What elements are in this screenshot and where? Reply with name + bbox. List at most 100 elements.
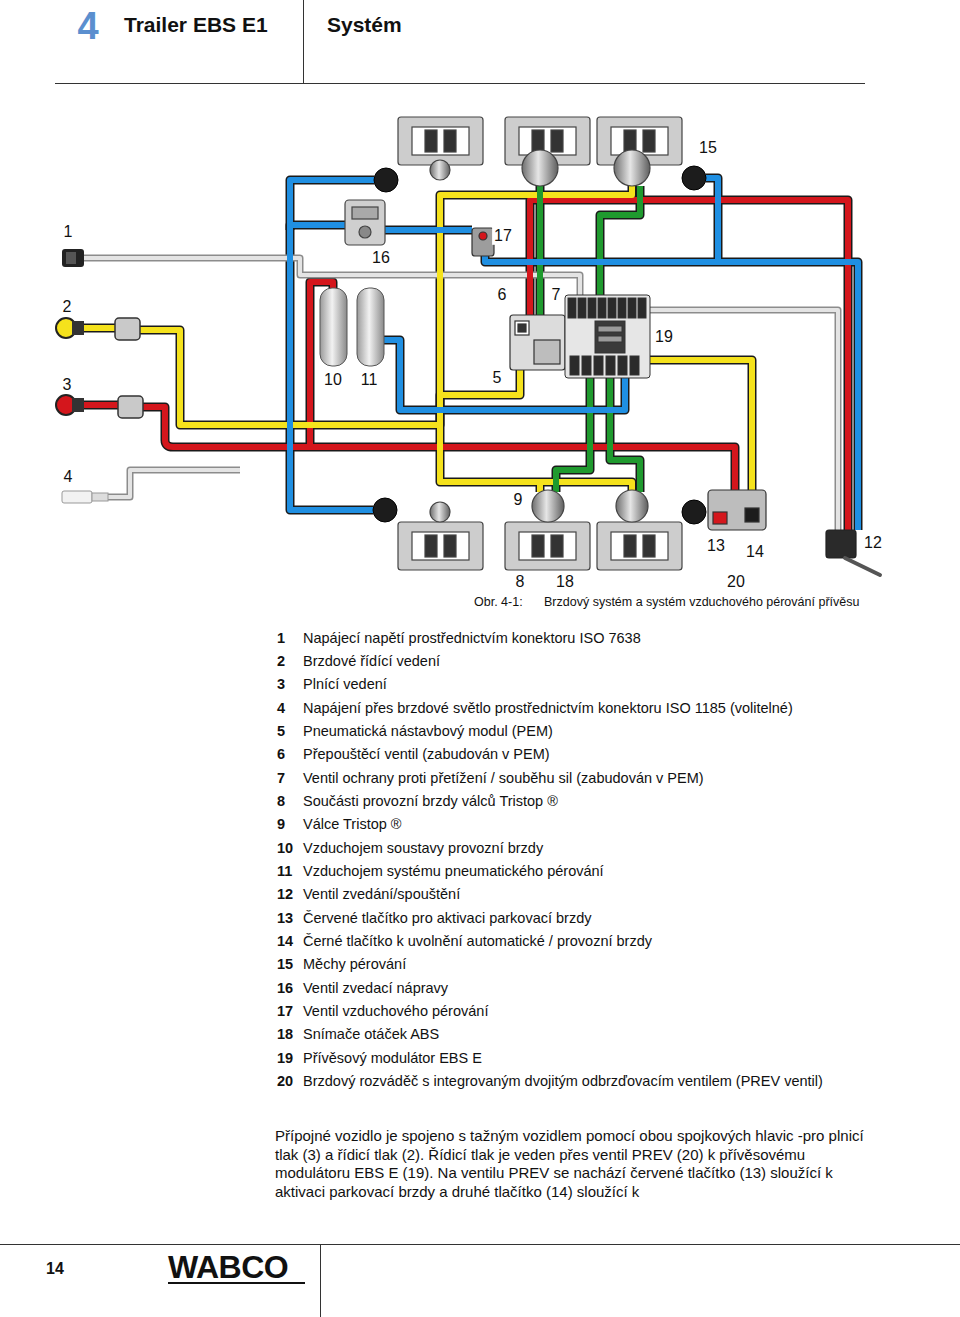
callout-number: 16 <box>370 249 392 267</box>
air-bellows <box>682 166 706 190</box>
supply-line-red <box>80 402 120 408</box>
callout-number: 12 <box>862 534 884 552</box>
ebs-modulator <box>598 298 606 318</box>
footer-rule <box>0 1244 960 1245</box>
axle-brake-unit <box>398 117 483 165</box>
list-text: Vzduchojem systému pneumatického pérován… <box>303 862 863 881</box>
brand-logo: WABCO <box>168 1249 288 1286</box>
axle-brake-unit <box>643 535 655 557</box>
ebs-modulator <box>588 298 596 318</box>
pipe-outline <box>80 324 116 333</box>
list-text: Napájení přes brzdové světlo prostřednic… <box>303 699 863 718</box>
axle-brake-unit <box>412 127 469 155</box>
list-text: Červené tlačítko pro aktivaci parkovací … <box>303 909 863 928</box>
iso7638-connector <box>62 249 84 267</box>
pneumatic-extension-module <box>534 340 560 364</box>
list-number: 9 <box>277 815 285 834</box>
axle-brake-unit <box>425 535 437 557</box>
axle-brake-unit <box>505 522 590 570</box>
list-text: Pneumatická nástavbový modul (PEM) <box>303 722 863 741</box>
callout-number: 7 <box>550 286 563 304</box>
callout-number: 20 <box>725 573 747 591</box>
suspension-line-blue <box>290 178 858 530</box>
suspension-line-blue <box>485 255 858 530</box>
list-text: Měchy pérování <box>303 955 863 974</box>
list-text: Brzdový rozváděč s integrovaným dvojitým… <box>303 1072 863 1091</box>
ebs-modulator <box>608 298 616 318</box>
footer-divider <box>320 1244 321 1317</box>
control-coupling-head <box>72 321 84 335</box>
electric-cable <box>82 258 838 530</box>
prev-valve <box>745 508 759 522</box>
axle-brake-unit <box>643 130 655 152</box>
control-line-yellow <box>650 360 752 490</box>
list-number: 12 <box>277 885 293 904</box>
pipe-outline <box>80 401 120 410</box>
ebs-modulator <box>638 298 646 318</box>
callout-number: 3 <box>61 376 74 394</box>
list-text: Součásti provozní brzdy válců Tristop ® <box>303 792 863 811</box>
axle-brake-unit <box>624 535 636 557</box>
chapter-number: 4 <box>77 5 98 49</box>
list-text: Černé tlačítko k uvolnění automatické / … <box>303 932 863 951</box>
air-tank <box>357 288 384 366</box>
list-number: 13 <box>277 909 293 928</box>
pneumatic-extension-module <box>518 324 526 332</box>
air-bellows <box>373 498 397 522</box>
axle-brake-unit <box>532 535 544 557</box>
raise-lower-valve <box>826 530 856 558</box>
callout-number: 4 <box>62 468 75 486</box>
axle-brake-unit <box>624 130 636 152</box>
list-number: 15 <box>277 955 293 974</box>
axle-brake-unit <box>398 490 682 570</box>
list-number: 14 <box>277 932 293 951</box>
brake-line-green <box>537 186 543 315</box>
list-text: Ventil ochrany proti přetížení / souběhu… <box>303 769 863 788</box>
list-number: 1 <box>277 629 285 648</box>
axle-brake-unit <box>611 127 668 155</box>
air-tank <box>320 288 347 366</box>
list-text: Brzdové řídící vedení <box>303 652 863 671</box>
iso7638-connector <box>66 252 76 264</box>
cable-outline <box>82 258 838 530</box>
brake-line-green <box>600 186 640 295</box>
list-number: 16 <box>277 979 293 998</box>
list-number: 11 <box>277 862 292 881</box>
list-number: 10 <box>277 839 293 858</box>
figure-caption: Brzdový systém a systém vzduchového péro… <box>544 595 859 609</box>
list-text: Ventil vzduchového pérování <box>303 1002 863 1021</box>
pneumatic-extension-module <box>510 315 565 370</box>
callout-number: 11 <box>359 371 380 389</box>
list-number: 19 <box>277 1049 293 1068</box>
prev-valve <box>708 490 766 530</box>
axle-brake-unit <box>551 130 563 152</box>
pipe-outline <box>440 425 632 495</box>
prev-valve <box>708 490 766 530</box>
list-text: Napájecí napětí prostřednictvím konektor… <box>303 629 863 648</box>
callout-number: 1 <box>62 223 75 241</box>
callout-number: 14 <box>744 543 766 561</box>
iso7638-connector <box>62 249 84 267</box>
list-number: 17 <box>277 1002 293 1021</box>
suspension-line-blue <box>706 178 718 262</box>
cable-outline <box>108 470 240 497</box>
control-line-yellow <box>80 325 116 331</box>
supply-coupling-head <box>56 395 143 418</box>
callout-number: 19 <box>653 328 675 346</box>
axle-brake-unit <box>412 532 469 560</box>
ebs-modulator <box>606 356 615 375</box>
axle-brake-unit <box>425 130 437 152</box>
list-number: 8 <box>277 792 285 811</box>
supply-line-red <box>80 200 848 530</box>
pipe-outline <box>385 226 472 235</box>
control-coupling-head <box>56 318 140 340</box>
list-number: 5 <box>277 722 285 741</box>
callout-number: 18 <box>554 573 576 591</box>
ebs-modulator <box>630 356 639 375</box>
axle-brake-unit <box>532 490 564 522</box>
list-text: Ventil zvedání/spouštění <box>303 885 863 904</box>
axle-brake-unit <box>444 130 456 152</box>
